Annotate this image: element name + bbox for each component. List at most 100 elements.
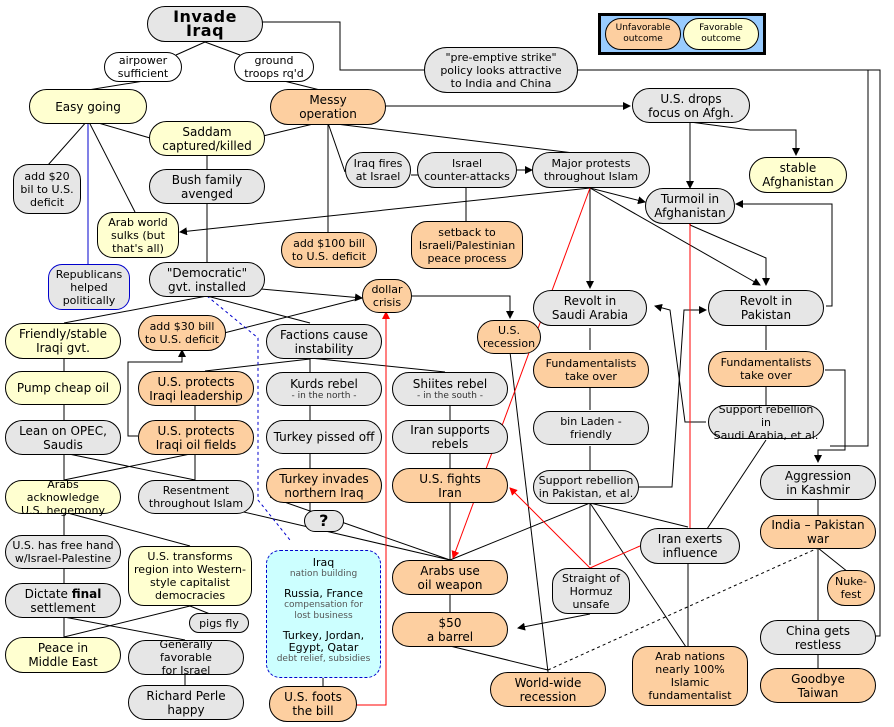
node-democratic-govt[interactable]: "Democratic"gvt. installed <box>149 262 265 297</box>
legend-favorable: Favorable outcome <box>683 18 759 50</box>
node-label: bin Laden - friendly <box>560 415 622 441</box>
node-label: Afghanistan <box>654 206 726 220</box>
edge <box>47 119 89 166</box>
node-us-recession[interactable]: U.S.recession <box>477 320 541 354</box>
edge <box>127 349 186 437</box>
node-label: Support rebellion <box>538 474 634 487</box>
node-label: war <box>806 532 830 546</box>
legend: Unfavorable outcome Favorable outcome <box>598 13 766 55</box>
callout-russia-france-sub: compensation for <box>284 600 363 610</box>
node-label: add $30 bill <box>149 320 215 333</box>
node-invade-iraq[interactable]: Invade Iraq <box>147 6 263 42</box>
node-label: peace process <box>427 251 507 265</box>
node-label: Peace in <box>37 641 89 655</box>
edge <box>589 502 689 528</box>
node-label: U.S. fights <box>419 471 481 486</box>
node-label: a barrel <box>426 629 474 644</box>
node-label: Richard Perle <box>146 688 226 703</box>
edge-red <box>589 545 641 569</box>
node-label: U.S. protects <box>157 423 235 438</box>
edge <box>817 547 849 573</box>
node-nukefest[interactable]: Nuke-fest <box>827 570 875 606</box>
node-preemptive-strike[interactable]: "pre-emptive strike"policy looks attract… <box>424 47 578 93</box>
node-label: recession <box>482 337 536 350</box>
edge-red <box>356 311 390 706</box>
node-question[interactable]: ? <box>304 510 344 532</box>
node-label: U.S. hegemony <box>21 503 105 517</box>
node-label: restless <box>794 637 842 652</box>
node-pigs-fly[interactable]: pigs fly <box>189 613 249 633</box>
node-label: Pump cheap oil <box>16 381 110 395</box>
node-label: instability <box>294 341 354 356</box>
node-lean-on-opec[interactable]: Lean on OPEC,Saudis <box>5 420 121 455</box>
node-shiites-rebel[interactable]: Shiites rebel- in the south - <box>392 372 508 406</box>
node-turkey-pissed[interactable]: Turkey pissed off <box>266 420 382 454</box>
edge <box>179 187 591 236</box>
node-label: Goodbye <box>791 671 845 686</box>
node-pump-cheap-oil[interactable]: Pump cheap oil <box>5 371 121 405</box>
edge-blue-dashed <box>206 295 291 541</box>
node-label: Iran <box>438 485 462 500</box>
node-kurds-rebel[interactable]: Kurds rebel- in the north - <box>266 372 382 406</box>
edge <box>309 357 446 373</box>
node-label: "pre-emptive strike" <box>445 50 557 64</box>
node-label: Easy going <box>55 99 121 114</box>
node-label: nearly 100% <box>655 663 725 676</box>
node-label: Revolt in <box>563 294 617 308</box>
node-label: avenged <box>180 186 234 201</box>
node-label: China gets <box>785 623 851 638</box>
node-bin-laden[interactable]: bin Laden - friendly <box>533 411 649 445</box>
node-easy-going[interactable]: Easy going <box>29 89 147 124</box>
